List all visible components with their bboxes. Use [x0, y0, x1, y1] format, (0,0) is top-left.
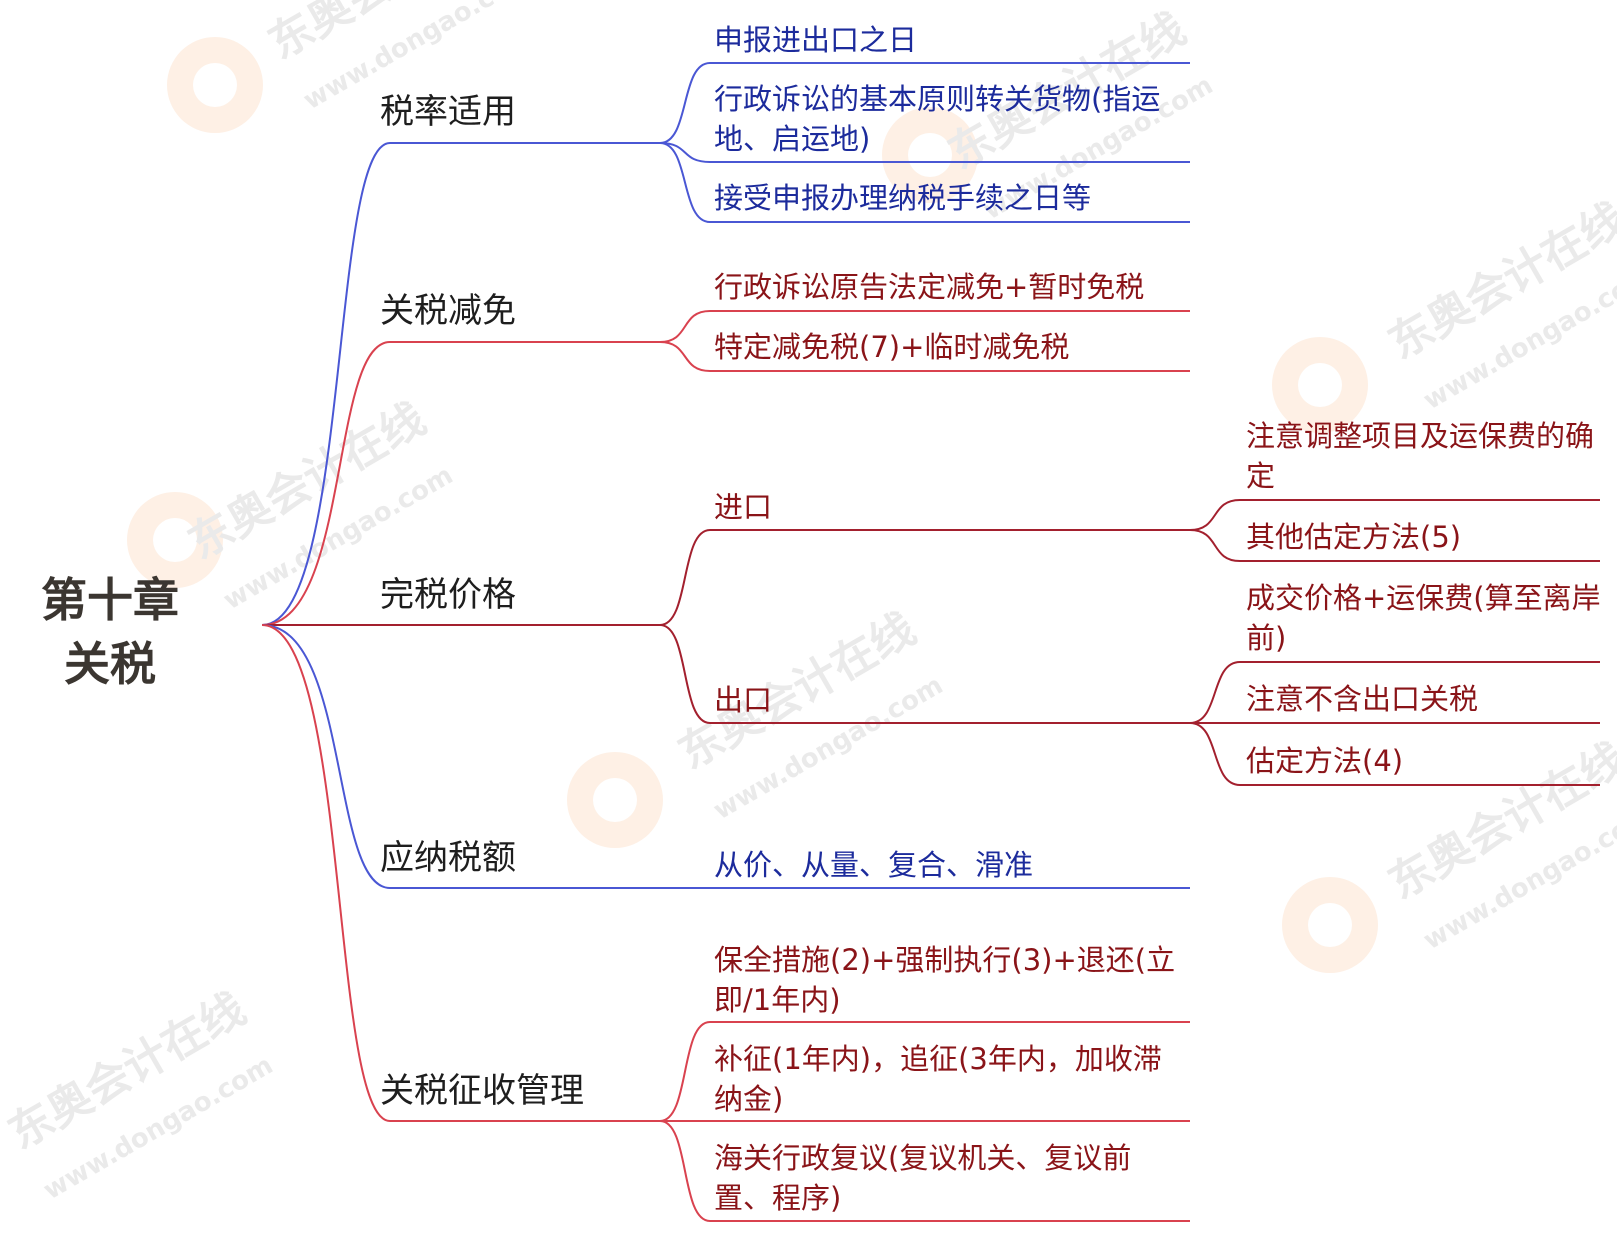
price-import: 进口 [714, 490, 773, 524]
price-export: 出口 [714, 683, 773, 717]
collection-child-3: 海关行政复议(复议机关、复议前置、程序) [714, 1141, 1132, 1215]
root-title-line1: 第十章 [41, 573, 179, 627]
export-child-3: 估定方法(4) [1246, 744, 1404, 778]
connector-reduction-child-1 [659, 310, 1190, 343]
rate-child-1: 申报进出口之日 [714, 23, 918, 57]
connector-price-import [659, 529, 1190, 626]
connector-rate-child-1 [659, 62, 1190, 144]
reduction-child-1: 行政诉讼原告法定减免+暂时免税 [714, 270, 1145, 304]
export-child-2: 注意不含出口关税 [1246, 682, 1479, 716]
reduction-child-2: 特定减免税(7)+临时减免税 [714, 330, 1070, 364]
rate-child-2: 行政诉讼的基本原则转关货物(指运地、启运地) [714, 82, 1161, 156]
connector-price-export [659, 624, 1190, 724]
connector-root-payable [261, 624, 1190, 889]
root-title-line2: 关税 [64, 637, 156, 691]
connector-collection-child-3 [659, 1120, 1190, 1222]
connector-reduction-child-2 [659, 341, 1190, 372]
branch-tax-reduction: 关税减免 [380, 291, 516, 331]
connector-rate-child-3 [659, 142, 1190, 223]
branch-dutiable-price: 完税价格 [380, 575, 516, 615]
connector-import-child-2 [1189, 529, 1600, 562]
branch-tax-rate: 税率适用 [380, 92, 516, 132]
branch-collection-management: 关税征收管理 [380, 1071, 584, 1111]
export-child-1: 成交价格+运保费(算至离岸前) [1246, 581, 1601, 655]
connector-collection-child-1 [659, 1021, 1190, 1122]
collection-child-1: 保全措施(2)+强制执行(3)+退还(立即/1年内) [714, 943, 1176, 1017]
collection-child-2: 补征(1年内)，追征(3年内，加收滞纳金) [714, 1042, 1162, 1116]
connector-export-child-1 [1189, 661, 1600, 724]
connector-root-tax-rate [261, 142, 660, 626]
import-child-2: 其他估定方法(5) [1246, 520, 1462, 554]
connector-import-child-1 [1189, 499, 1600, 531]
payable-child-1: 从价、从量、复合、滑准 [714, 848, 1034, 882]
connector-export-child-3 [1189, 722, 1600, 786]
connector-root-collection [261, 624, 660, 1122]
import-child-1: 注意调整项目及运保费的确定 [1246, 419, 1595, 493]
connector-root-reduction [261, 341, 660, 626]
branch-tax-payable: 应纳税额 [380, 838, 516, 878]
rate-child-3: 接受申报办理纳税手续之日等 [714, 181, 1092, 215]
root-node: 第十章 关税 [30, 568, 190, 696]
connector-rate-child-2 [659, 142, 1190, 163]
